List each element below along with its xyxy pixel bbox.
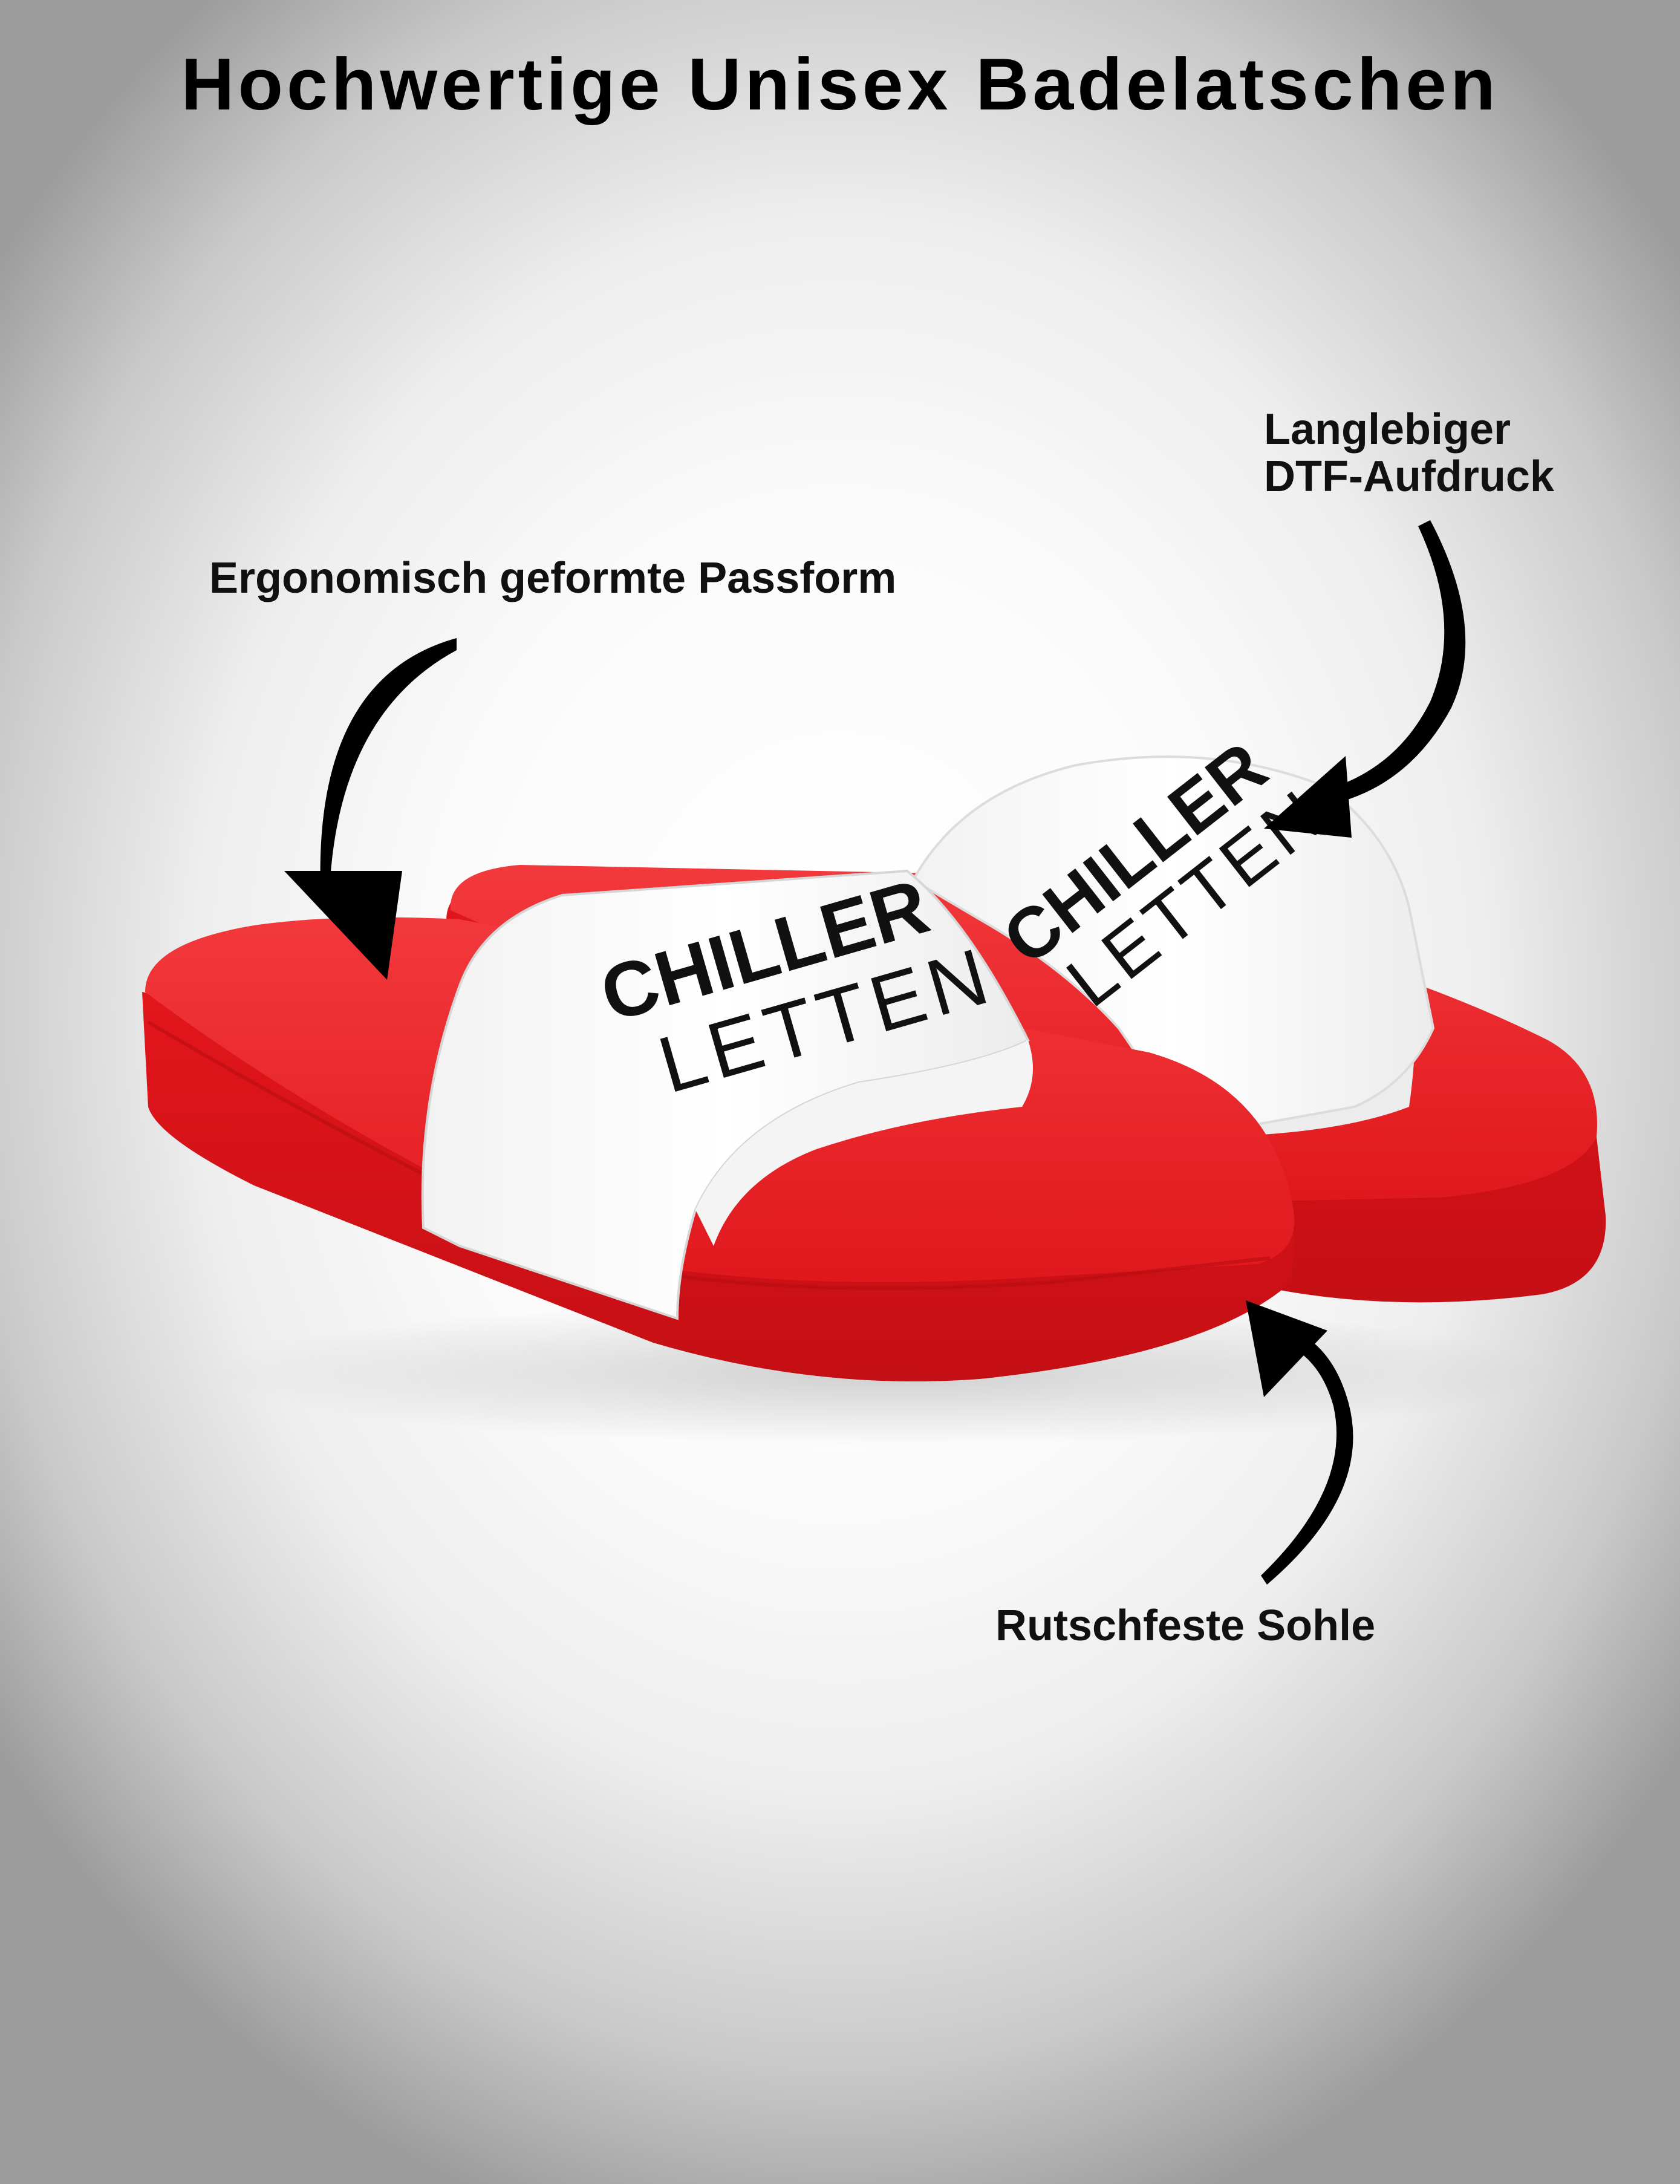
arrow-fit-icon xyxy=(284,638,457,980)
callout-fit-label: Ergonomisch geformte Passform xyxy=(209,554,897,602)
callout-print-label: Langlebiger DTF-Aufdruck xyxy=(1264,406,1554,501)
arrow-sole-icon xyxy=(1246,1300,1353,1585)
callout-sole-label: Rutschfeste Sohle xyxy=(995,1602,1376,1650)
page-title: Hochwertige Unisex Badelatschen xyxy=(181,43,1499,125)
front-strap-opening xyxy=(695,1040,1033,1246)
callout-print-line2: DTF-Aufdruck xyxy=(1264,452,1554,501)
back-strap xyxy=(911,755,1435,1139)
callout-print-line1: Langlebiger xyxy=(1264,405,1511,454)
arrow-print-icon xyxy=(1264,520,1466,838)
front-slide: CHILLER LETTEN xyxy=(142,863,1295,1381)
